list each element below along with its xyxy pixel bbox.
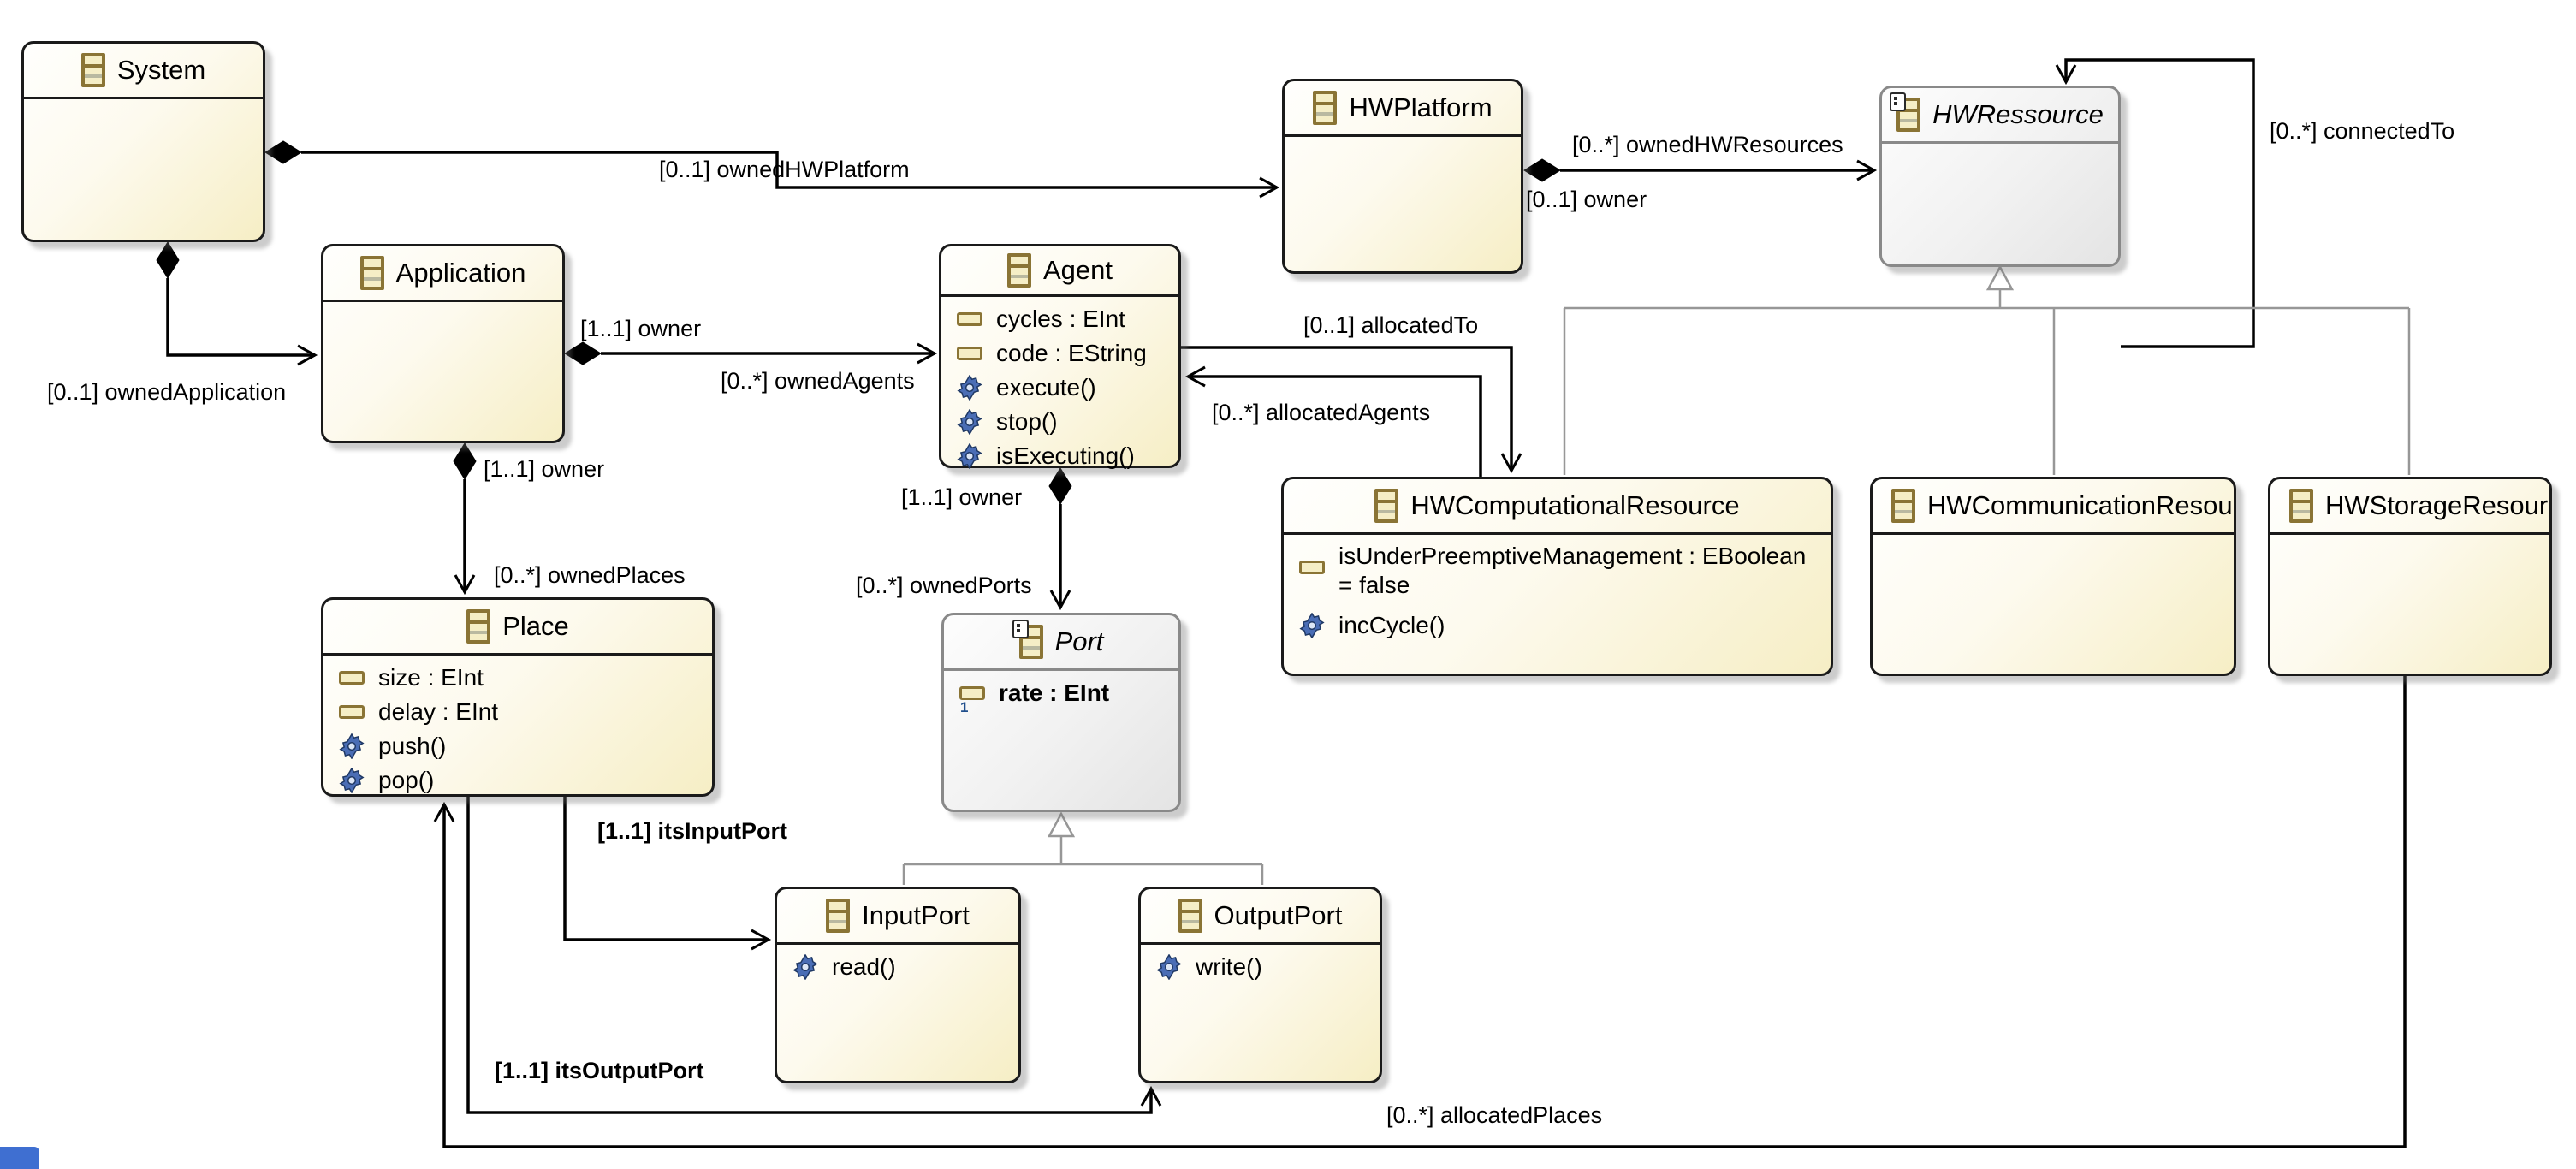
class-icon bbox=[1006, 253, 1031, 288]
edge-label-ownedAgents[interactable]: [0..*] ownedAgents bbox=[721, 368, 915, 394]
class-title: HWPlatform bbox=[1349, 92, 1493, 122]
attribute-row[interactable]: isUnderPreemptiveManagement : EBoolean =… bbox=[1284, 540, 1831, 608]
class-application[interactable]: Application bbox=[321, 244, 565, 443]
class-title: HWCommunicationResource bbox=[1927, 490, 2234, 520]
class-title: InputPort bbox=[862, 900, 970, 930]
attribute-icon: 1 bbox=[959, 686, 985, 715]
operation-row[interactable]: incCycle() bbox=[1284, 608, 1831, 643]
multiplicity-1-badge: 1 bbox=[960, 699, 969, 715]
attribute-row[interactable]: 1 rate : EInt bbox=[959, 679, 1110, 715]
class-place[interactable]: Place size : EInt delay : EInt push() bbox=[321, 597, 715, 797]
class-icon bbox=[1313, 91, 1338, 125]
class-icon bbox=[1178, 899, 1202, 933]
operation-icon bbox=[792, 954, 818, 980]
edge-label-itsInputPort[interactable]: [1..1] itsInputPort bbox=[597, 818, 787, 844]
class-title: Agent bbox=[1042, 255, 1113, 285]
class-title: System bbox=[116, 55, 206, 85]
edge-ownedHWPlatform[interactable] bbox=[301, 151, 1280, 199]
edge-allocatedAgents[interactable] bbox=[1184, 365, 1482, 477]
generalization-edges[interactable] bbox=[902, 264, 2411, 885]
edge-label-ownedPlaces[interactable]: [0..*] ownedPlaces bbox=[494, 562, 686, 588]
edge-label-itsOutputPort[interactable]: [1..1] itsOutputPort bbox=[495, 1058, 704, 1083]
attribute-row[interactable]: delay : EInt bbox=[323, 695, 712, 729]
operation-row[interactable]: write() bbox=[1141, 950, 1380, 984]
class-icon bbox=[359, 256, 384, 290]
class-hwcommunicationresource[interactable]: HWCommunicationResource bbox=[1870, 477, 2236, 676]
edge-itsInputPort[interactable] bbox=[563, 797, 772, 951]
operation-row[interactable]: isExecuting() bbox=[941, 439, 1178, 473]
attribute-icon bbox=[339, 705, 365, 719]
edge-label-owner-port[interactable]: [1..1] owner bbox=[901, 484, 1023, 510]
class-inputport[interactable]: InputPort read() bbox=[775, 887, 1021, 1083]
class-icon bbox=[1012, 620, 1043, 659]
operation-row[interactable]: execute() bbox=[941, 371, 1178, 405]
class-title: Application bbox=[395, 258, 526, 288]
class-hwressource[interactable]: HWRessource bbox=[1879, 86, 2121, 267]
attribute-icon bbox=[339, 671, 365, 685]
abstract-marker-icon bbox=[1890, 92, 1907, 111]
class-title: Place bbox=[502, 611, 569, 641]
edge-label-allocatedAgents[interactable]: [0..*] allocatedAgents bbox=[1212, 400, 1431, 425]
edge-label-owner-place[interactable]: [1..1] owner bbox=[484, 456, 605, 482]
edge-itsOutputPort[interactable] bbox=[466, 797, 1162, 1114]
class-hwstorageresource[interactable]: HWStorageResource bbox=[2268, 477, 2552, 676]
operation-row[interactable]: read() bbox=[777, 950, 1018, 984]
attribute-row[interactable]: cycles : EInt bbox=[941, 302, 1178, 336]
operation-row[interactable]: push() bbox=[323, 729, 712, 763]
class-icon bbox=[466, 609, 491, 644]
edge-allocatedPlaces[interactable] bbox=[433, 676, 2407, 1148]
class-title: Port bbox=[1054, 626, 1104, 656]
class-agent[interactable]: Agent cycles : EInt code : EString execu… bbox=[939, 244, 1181, 469]
operation-icon bbox=[339, 768, 365, 793]
class-icon bbox=[2289, 489, 2313, 523]
edge-label-allocatedTo[interactable]: [0..1] allocatedTo bbox=[1303, 312, 1479, 338]
class-icon bbox=[80, 53, 105, 87]
operation-icon bbox=[1299, 613, 1325, 638]
abstract-marker-icon bbox=[1012, 620, 1029, 638]
operation-icon bbox=[957, 375, 982, 401]
class-icon bbox=[826, 899, 851, 933]
class-icon bbox=[1890, 92, 1921, 132]
class-hwcomputationalresource[interactable]: HWComputationalResource isUnderPreemptiv… bbox=[1281, 477, 1833, 676]
operation-icon bbox=[339, 733, 365, 759]
class-system[interactable]: System bbox=[21, 41, 265, 242]
class-port[interactable]: Port 1 rate : EInt bbox=[941, 613, 1181, 812]
edge-label-owner-platform[interactable]: [0..1] owner bbox=[1526, 187, 1647, 212]
edge-ownedApplication[interactable] bbox=[166, 278, 318, 366]
class-icon bbox=[1891, 489, 1915, 523]
class-title: OutputPort bbox=[1214, 900, 1343, 930]
attribute-icon bbox=[957, 347, 982, 360]
edge-label-owner-agent[interactable]: [1..1] owner bbox=[580, 316, 702, 341]
operation-icon bbox=[957, 409, 982, 435]
canvas-corner-decoration bbox=[0, 1147, 39, 1169]
attribute-row[interactable]: size : EInt bbox=[323, 661, 712, 695]
class-hwplatform[interactable]: HWPlatform bbox=[1282, 79, 1523, 274]
edge-label-ownedHWPlatform[interactable]: [0..1] ownedHWPlatform bbox=[659, 157, 910, 182]
class-icon bbox=[1374, 489, 1399, 523]
composition-diamonds bbox=[156, 140, 1561, 505]
operation-icon bbox=[1156, 954, 1182, 980]
edge-label-ownedApplication[interactable]: [0..1] ownedApplication bbox=[47, 379, 287, 405]
operation-row[interactable]: pop() bbox=[323, 763, 712, 798]
class-title: HWStorageResource bbox=[2325, 490, 2549, 520]
edge-label-allocatedPlaces[interactable]: [0..*] allocatedPlaces bbox=[1386, 1102, 1603, 1128]
edge-label-connectedTo[interactable]: [0..*] connectedTo bbox=[2270, 118, 2455, 144]
class-outputport[interactable]: OutputPort write() bbox=[1138, 887, 1382, 1083]
attribute-icon bbox=[957, 312, 982, 326]
edge-allocatedTo[interactable] bbox=[1181, 346, 1522, 474]
class-title: HWComputationalResource bbox=[1410, 490, 1740, 520]
operation-row[interactable]: stop() bbox=[941, 405, 1178, 439]
edge-label-ownedPorts[interactable]: [0..*] ownedPorts bbox=[856, 573, 1032, 598]
edge-label-ownedHWResources[interactable]: [0..*] ownedHWResources bbox=[1572, 132, 1843, 157]
attribute-row[interactable]: code : EString bbox=[941, 336, 1178, 371]
attribute-icon bbox=[1299, 561, 1325, 574]
edge-connectedTo[interactable] bbox=[2055, 58, 2255, 348]
operation-icon bbox=[957, 443, 982, 469]
class-title: HWRessource bbox=[1932, 99, 2104, 129]
